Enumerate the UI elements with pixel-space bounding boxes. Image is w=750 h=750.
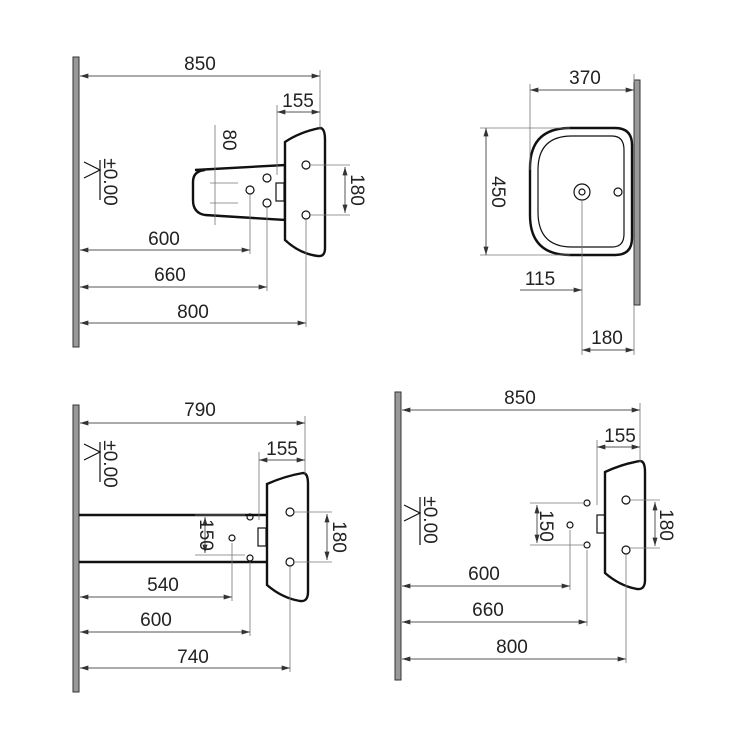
level-label: ±0.00: [419, 496, 440, 543]
wall: [633, 79, 641, 306]
dim-450: 450: [487, 176, 508, 208]
dim-155: 155: [282, 91, 314, 112]
dim-540: 540: [147, 575, 179, 596]
tap-hole: [613, 187, 623, 197]
dim-660: 660: [472, 600, 504, 621]
dim-150: 150: [535, 510, 556, 542]
dim-800: 800: [177, 302, 209, 323]
dim-600: 600: [140, 610, 172, 631]
dim-155: 155: [266, 439, 298, 460]
dim-850: 850: [504, 388, 536, 409]
dim-155: 155: [604, 426, 636, 447]
level-marker: ±0.00: [403, 496, 440, 545]
holes: [228, 507, 295, 567]
level-marker: ±0.00: [83, 158, 120, 206]
wall: [72, 404, 80, 693]
dim-600: 600: [468, 564, 500, 585]
wall: [394, 391, 402, 681]
dim-180: 180: [591, 328, 623, 349]
top-view: 370 450 115 180: [480, 68, 641, 355]
dim-115: 115: [525, 269, 555, 290]
dim-180: 180: [328, 521, 349, 553]
basin-side: [283, 126, 327, 258]
dim-740: 740: [177, 647, 209, 668]
level-label: ±0.00: [99, 440, 120, 487]
side-view-pedestal: ±0.00 790 155 150 180 540 600 740: [72, 400, 349, 693]
basin-side: [265, 471, 310, 603]
side-view-wall: ±0.00 850 155 150 180 600 660 800: [394, 388, 676, 681]
dim-850: 850: [184, 54, 216, 75]
dim-370: 370: [569, 68, 601, 89]
dim-660: 660: [154, 265, 186, 286]
basin-side: [603, 459, 647, 591]
dim-180: 180: [655, 509, 676, 541]
dim-600: 600: [148, 229, 180, 250]
level-marker: ±0.00: [83, 440, 120, 488]
dim-80: 80: [218, 129, 239, 150]
side-view-bracket: ±0.00 850 155 80 180 600 660 800: [72, 54, 367, 348]
wall: [72, 56, 80, 348]
bracket: [191, 163, 287, 222]
level-label: ±0.00: [99, 158, 120, 205]
dim-150: 150: [195, 519, 216, 551]
dim-790: 790: [184, 400, 216, 421]
dim-800: 800: [496, 637, 528, 658]
dim-180: 180: [346, 174, 367, 206]
